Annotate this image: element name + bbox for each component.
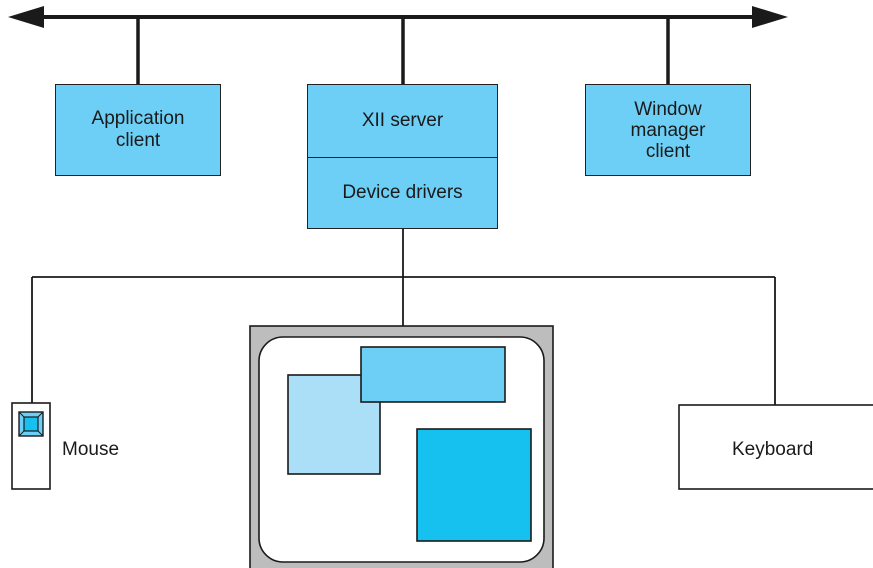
keyboard-label: Keyboard bbox=[732, 439, 814, 460]
mouse-button-bevel-4 bbox=[37, 430, 44, 437]
mouse-button-bevel-2 bbox=[37, 411, 44, 418]
window-manager-client-label: Window manager client bbox=[630, 98, 706, 162]
screen-window-mid bbox=[360, 346, 506, 403]
screen-window-dark bbox=[416, 428, 532, 542]
bus-right-arrowhead bbox=[752, 6, 788, 28]
x11-server-box: XII server bbox=[307, 84, 498, 158]
mouse-button-bevel-1 bbox=[18, 411, 25, 418]
mouse-button-inner bbox=[23, 416, 39, 432]
device-drivers-box: Device drivers bbox=[307, 157, 498, 229]
x11-server-label: XII server bbox=[361, 110, 444, 131]
mouse-label: Mouse bbox=[62, 439, 120, 460]
application-client-label: Application client bbox=[91, 108, 185, 151]
application-client-box: Application client bbox=[55, 84, 221, 176]
bus-left-arrowhead bbox=[8, 6, 44, 28]
device-drivers-label: Device drivers bbox=[342, 182, 463, 203]
window-manager-client-box: Window manager client bbox=[585, 84, 751, 176]
mouse-button-bevel-3 bbox=[18, 430, 25, 437]
keyboard-body bbox=[678, 404, 873, 490]
